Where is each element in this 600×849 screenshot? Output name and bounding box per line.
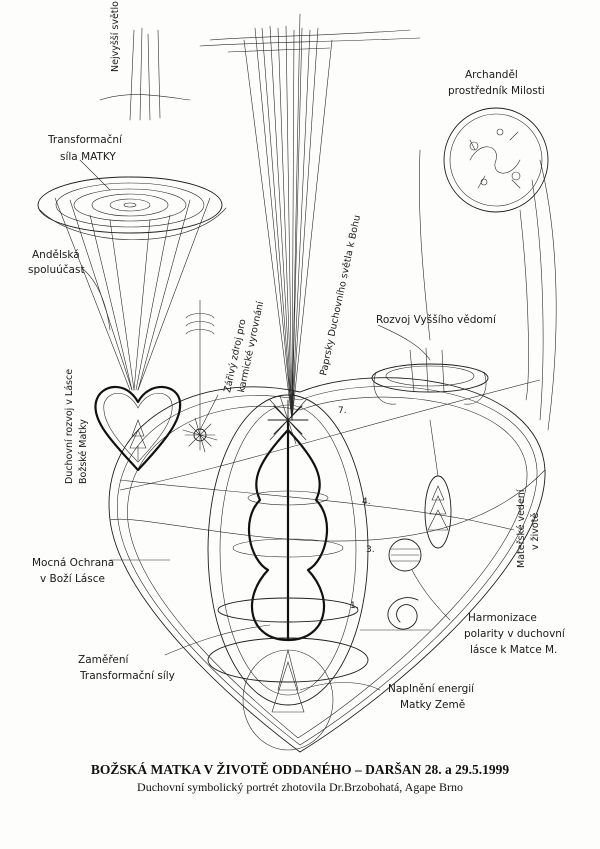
label-spoluucast: spoluúčast [28, 264, 85, 276]
label-materske-vedeni-1: Mateřské vedení [516, 489, 527, 568]
transformation-spiral [37, 176, 227, 391]
label-andelska: Andělská [32, 249, 80, 261]
highest-light-lines [99, 27, 191, 121]
label-prostrednik: prostředník Milosti [448, 85, 545, 97]
number-3: 3. [366, 545, 375, 555]
label-harmonizace-1: Harmonizace [468, 612, 537, 624]
leader-lines [79, 159, 515, 691]
label-zamereni-2: Transformační síly [79, 670, 175, 682]
label-materske-vedeni-2: v životě [530, 513, 541, 550]
label-harmonizace-3: lásce k Matce M. [470, 644, 557, 656]
higher-consciousness-rings [371, 149, 489, 405]
label-mocna-ochrana: Mocná Ochrana [32, 557, 114, 569]
label-sila-matky: síla MATKY [60, 151, 116, 163]
label-naplneni-1: Naplnění energií [388, 683, 475, 695]
number-4: 4. [362, 497, 371, 507]
number-7: 7. [338, 406, 347, 416]
label-v-bozi-lasce: v Boží Lásce [40, 573, 105, 585]
central-pillar [119, 379, 541, 751]
label-archandel: Archanděl [465, 69, 518, 81]
radiant-source-sun [182, 299, 218, 453]
number-1: 1. [350, 601, 359, 611]
caption-title: BOŽSKÁ MATKA V ŽIVOTĚ ODDANÉHO – DARŠAN … [90, 762, 510, 777]
motherly-guidance-leaf [424, 419, 452, 549]
small-heart [94, 385, 182, 472]
label-paprsky: Paprsky Duchovního světla k Bohu [318, 214, 363, 377]
label-naplneni-2: Matky Země [400, 699, 465, 711]
archangel-circle [443, 107, 557, 431]
label-rozvoj-vyssiho: Rozvoj Vyššího vědomí [376, 314, 497, 326]
label-harmonizace-2: polarity v duchovní [464, 628, 566, 640]
label-zamereni-1: Zaměření [78, 654, 130, 666]
label-transformacni: Transformační [47, 134, 123, 146]
label-nejvyssi-svetlo: Nejvyšší světlo [110, 1, 121, 72]
label-duchovni-rozvoj-2: Božské Matky [78, 419, 89, 484]
label-duchovni-rozvoj-1: Duchovní rozvoj v Lásce [64, 369, 75, 484]
light-rays [199, 13, 421, 421]
caption-subtitle: Duchovní symbolický portrét zhotovila Dr… [137, 780, 463, 794]
big-heart [108, 377, 546, 753]
harmonization-spiral [359, 538, 431, 631]
